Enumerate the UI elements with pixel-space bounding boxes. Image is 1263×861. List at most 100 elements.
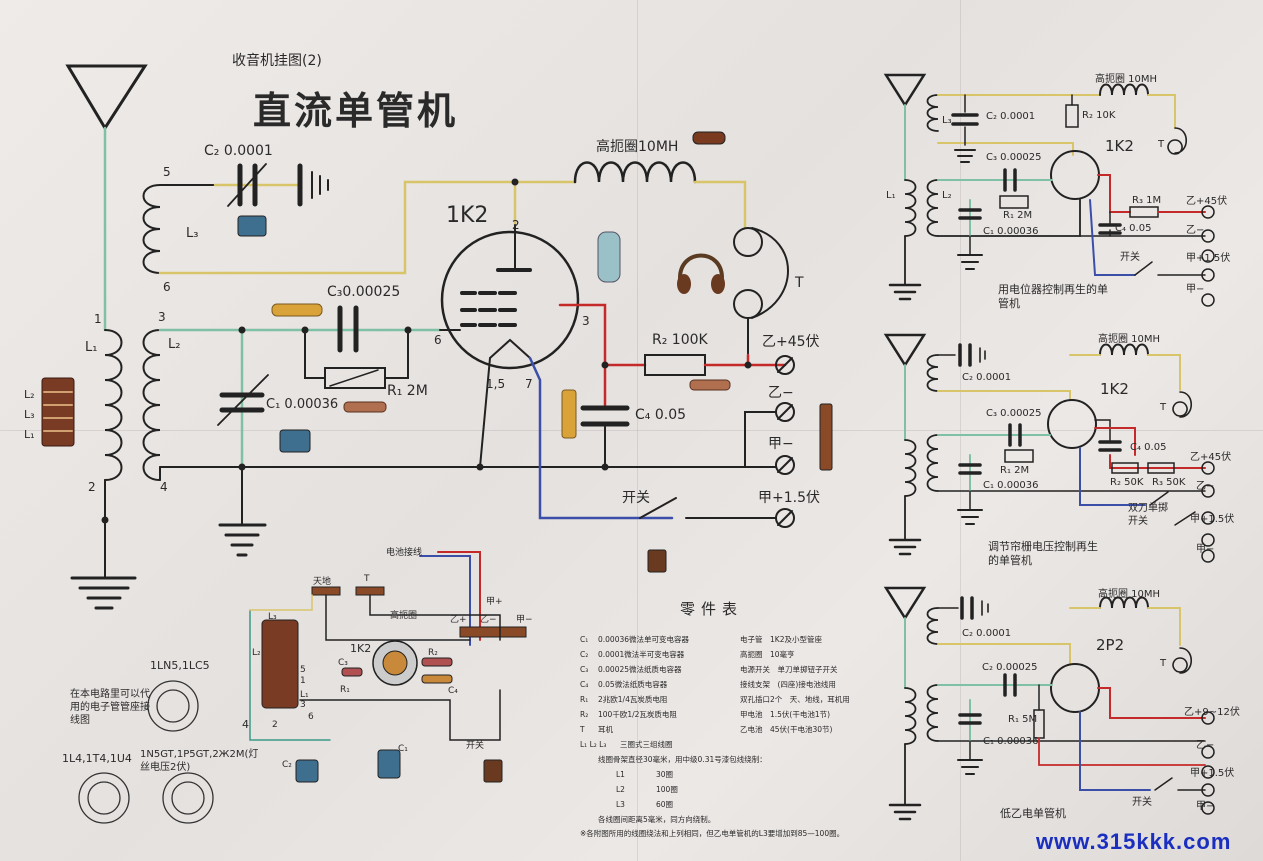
fold-line xyxy=(637,0,638,861)
parts-text: 耳机 xyxy=(598,725,613,734)
socket-right-label: 1N5GT,1P5GT,2Ж2M(灯丝电压2伏) xyxy=(140,749,259,773)
parts-text: 0.05微法纸质电容器 xyxy=(598,680,668,689)
parts-extra: 高扼圈 10毫亨 xyxy=(740,650,795,659)
rc2-b-plus: 乙+45伏 xyxy=(1190,452,1232,463)
wiring-label: 5 xyxy=(300,665,306,675)
parts-row: C₂ 0.0001微法半可变电容器 高扼圈 10毫亨 xyxy=(580,647,880,662)
rc3-coil: 高扼圈 10MH xyxy=(1098,589,1161,600)
rc1-tube: 1K2 xyxy=(1105,137,1134,155)
turns-coil: L1 xyxy=(616,770,625,779)
parts-key: C₂ xyxy=(580,650,589,659)
parts-text: 三圈式三组线圈 xyxy=(620,740,673,749)
rc1-c2: C₂ 0.0001 xyxy=(986,111,1036,122)
label-c3: C₃0.00025 xyxy=(327,284,401,300)
rc1-c1: C₁ 0.00036 xyxy=(983,226,1039,237)
label-tube: 1K2 xyxy=(446,203,489,228)
coil-l3 xyxy=(142,184,161,274)
pin-label: 6 xyxy=(434,333,442,347)
parts-key: C₃ xyxy=(580,665,589,674)
rc2-c3: C₃ 0.00025 xyxy=(986,408,1042,419)
tube-socket-diagrams xyxy=(78,680,214,824)
pin-label: 2 xyxy=(88,480,96,494)
label-c2: C₂ 0.0001 xyxy=(204,143,273,159)
watermark-text: www.315kkk.com xyxy=(1036,829,1232,854)
rc1-a-minus: 甲− xyxy=(1186,284,1205,295)
wiring-terminal: 乙+ xyxy=(450,615,467,625)
rc3-phones: T xyxy=(1160,658,1167,669)
wiring-title: 电池接线 xyxy=(386,548,423,558)
antenna-symbol xyxy=(65,64,148,131)
rc3-c2: C₂ 0.00025 xyxy=(982,662,1038,673)
parts-key: L₁ L₂ L₃ xyxy=(580,740,607,749)
rc2-phones: T xyxy=(1160,402,1167,413)
pin-label: 2 xyxy=(512,218,520,232)
rc1-b-plus: 乙+45伏 xyxy=(1186,196,1228,207)
wiring-label: 4 xyxy=(242,718,249,731)
label-choke: 高扼圈10MH xyxy=(596,139,679,155)
rc1-phones: T xyxy=(1158,139,1165,150)
rc1-l2: L₂ xyxy=(942,190,952,201)
rc1-r3: R₃ 1M xyxy=(1132,195,1162,206)
coil-l2 xyxy=(142,329,161,481)
rc2-r1: R₁ 2M xyxy=(1000,465,1030,476)
wiring-label: C₃ xyxy=(338,658,348,668)
rc2-tube: 1K2 xyxy=(1100,380,1129,398)
rc2-c4: C₄ 0.05 xyxy=(1130,442,1167,453)
rc3-r1: R₁ 5M xyxy=(1008,714,1038,725)
rc1-switch: 开关 xyxy=(1120,252,1140,263)
wiring-label: 6 xyxy=(308,712,314,722)
rc2-a-plus: 甲+1.5伏 xyxy=(1190,514,1235,525)
wiring-coil: 高扼圈 xyxy=(390,611,418,621)
poster-subtitle: 收音机挂图(2) xyxy=(232,53,322,69)
wiring-antenna: 天地 xyxy=(313,577,332,587)
parts-key: C₄ xyxy=(580,680,589,689)
pin-label: 3 xyxy=(158,310,166,324)
wiring-terminal: 乙− xyxy=(480,615,497,625)
rc1-coil: 高扼圈 10MH xyxy=(1095,74,1158,85)
label-r2: R₂ 100K xyxy=(652,332,708,348)
label-b-minus: 乙− xyxy=(768,385,794,401)
rc1-c3: C₃ 0.00025 xyxy=(986,152,1042,163)
turns-count: 100圈 xyxy=(656,785,678,794)
parts-text: 100千欧1/2瓦炭质电阻 xyxy=(598,710,677,719)
parts-text: 0.0001微法半可变电容器 xyxy=(598,650,685,659)
label-a-plus: 甲+1.5伏 xyxy=(758,490,820,506)
label-l3: L₃ xyxy=(186,226,199,241)
label-switch: 开关 xyxy=(622,490,650,506)
label-l1: L₁ xyxy=(85,340,98,355)
turns-coil: L2 xyxy=(616,785,625,794)
label-c4: C₄ 0.05 xyxy=(635,407,687,423)
wiring-label: L₁ xyxy=(300,690,309,700)
rc2-c2: C₂ 0.0001 xyxy=(962,372,1012,383)
parts-text: 0.00036微法单可变电容器 xyxy=(598,635,690,644)
label-c1: C₁ 0.00036 xyxy=(266,397,339,412)
rc1-r1: R₁ 2M xyxy=(1003,210,1033,221)
parts-table-title: 零件表 xyxy=(680,600,744,618)
rc1-r2: R₂ 10K xyxy=(1082,110,1116,121)
label-b-plus: 乙+45伏 xyxy=(762,334,820,350)
rc2-caption: 调节帘栅电压控制再生的单管机 xyxy=(988,540,1098,567)
rc2-r3: R₃ 50K xyxy=(1152,477,1186,488)
coil-note: 线圈骨架直径30毫米，用中级0.31号漆包线绕制： xyxy=(598,755,767,764)
rc3-c1: C₁ 0.00036 xyxy=(983,736,1039,747)
rc1-a-plus: 甲+1.5伏 xyxy=(1186,253,1231,264)
label-a-minus: 甲− xyxy=(768,436,794,452)
poster-title: 直流单管机 xyxy=(253,89,459,133)
socket-left-label: 1L4,1T4,1U4 xyxy=(62,752,132,765)
turns-coil: L3 xyxy=(616,800,625,809)
wiring-label: R₁ xyxy=(340,685,350,695)
wiring-label: 1 xyxy=(300,676,306,686)
parts-key: R₁ xyxy=(580,695,589,704)
wiring-label: 3 xyxy=(300,700,306,710)
rc3-caption: 低乙电单管机 xyxy=(1000,807,1066,820)
turns-row: L2 100圈 xyxy=(580,782,880,797)
parts-extra: 乙电池 45伏(干电池30节) xyxy=(740,725,833,734)
